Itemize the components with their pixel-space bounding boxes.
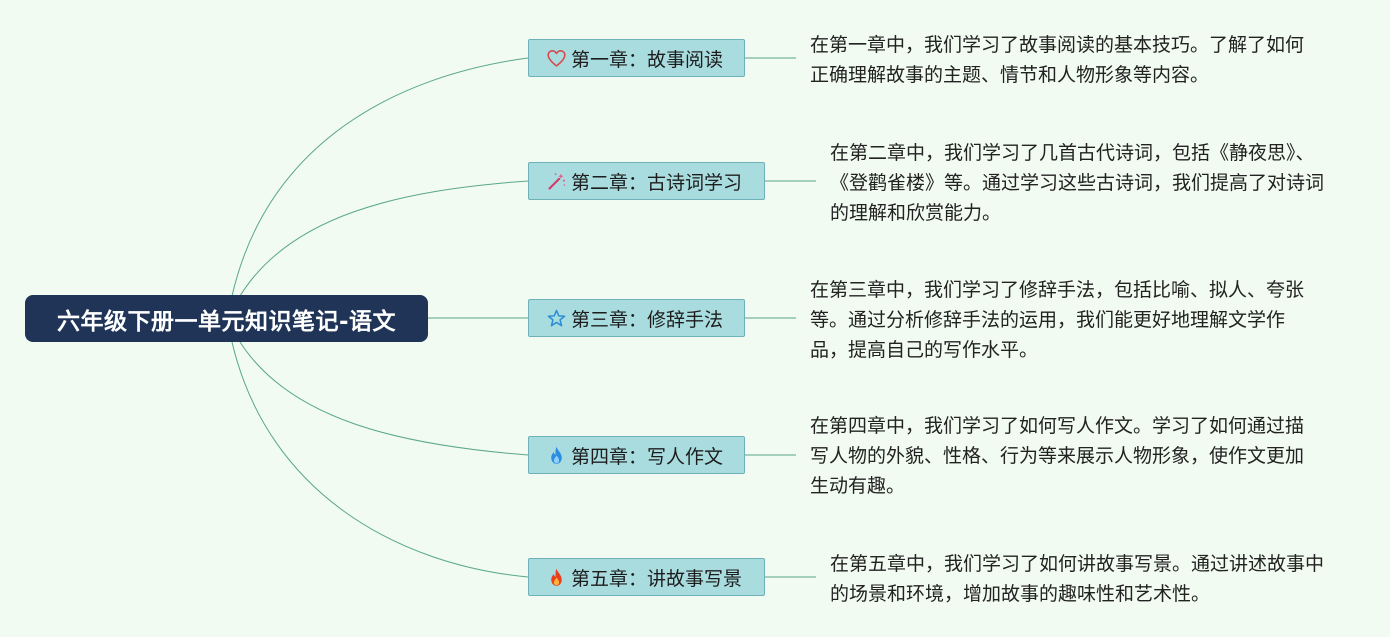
- chapter-2-node[interactable]: 第二章：古诗词学习: [528, 162, 765, 200]
- chapter-5-title: 第五章：讲故事写景: [571, 567, 743, 590]
- chapter-2-title: 第二章：古诗词学习: [571, 171, 743, 194]
- star-icon: [546, 308, 567, 329]
- magic-wand-icon: [546, 171, 567, 192]
- root-topic[interactable]: 六年级下册一单元知识笔记-语文: [25, 295, 428, 342]
- chapter-4-node[interactable]: 第四章：写人作文: [528, 436, 745, 474]
- connector-root-chapter-5: [231, 341, 529, 578]
- connector-root-chapter-4: [239, 341, 529, 456]
- red-flame-icon: [546, 567, 567, 588]
- chapter-1-description: 在第一章中，我们学习了故事阅读的基本技巧。了解了如何正确理解故事的主题、情节和人…: [810, 34, 1305, 86]
- connector-root-chapter-2: [239, 180, 529, 297]
- chapter-3-title: 第三章：修辞手法: [571, 308, 724, 331]
- chapter-5-node[interactable]: 第五章：讲故事写景: [528, 558, 765, 596]
- chapter-1-title: 第一章：故事阅读: [571, 48, 724, 71]
- heart-icon: [546, 48, 567, 69]
- chapter-4-title: 第四章：写人作文: [571, 445, 724, 468]
- blue-flame-icon: [546, 445, 567, 466]
- chapter-3-node[interactable]: 第三章：修辞手法: [528, 299, 745, 337]
- chapter-2-description: 在第二章中，我们学习了几首古代诗词，包括《静夜思》、《登鹳雀楼》等。通过学习这些…: [830, 142, 1325, 224]
- root-title: 六年级下册一单元知识笔记-语文: [56, 308, 397, 335]
- connector-root-chapter-1: [231, 57, 529, 297]
- chapter-3-description: 在第三章中，我们学习了修辞手法，包括比喻、拟人、夸张等。通过分析修辞手法的运用，…: [810, 279, 1305, 361]
- chapter-4-description: 在第四章中，我们学习了如何写人作文。学习了如何通过描写人物的外貌、性格、行为等来…: [810, 415, 1305, 497]
- chapter-5-description: 在第五章中，我们学习了如何讲故事写景。通过讲述故事中的场景和环境，增加故事的趣味…: [830, 553, 1325, 605]
- chapter-1-node[interactable]: 第一章：故事阅读: [528, 39, 745, 77]
